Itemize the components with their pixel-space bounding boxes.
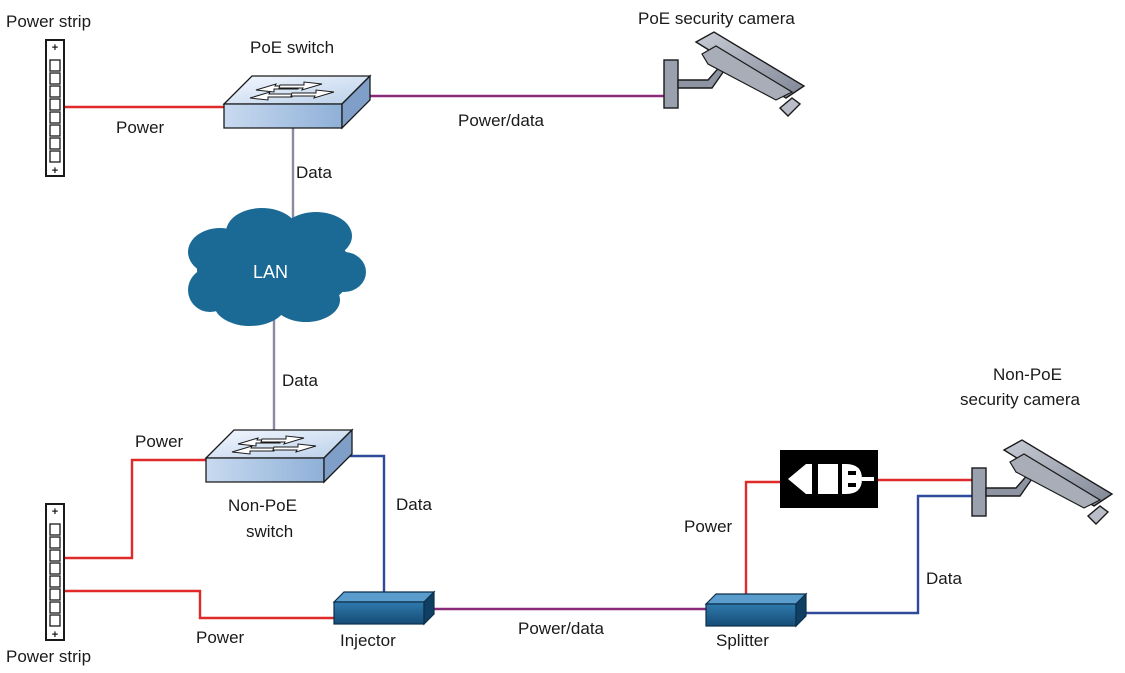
injector-label: Injector [340, 631, 396, 650]
power-plug-icon [780, 450, 878, 508]
power-strip-bottom-label: Power strip [6, 647, 91, 666]
power-left-label: Power [135, 432, 184, 451]
power-top-label: Power [116, 118, 165, 137]
non-poe-camera-label-line2: security camera [960, 390, 1081, 409]
power-line-bottom [64, 589, 334, 620]
poe-switch-label: PoE switch [250, 38, 334, 57]
injector-icon [333, 591, 435, 625]
power-data-top-label: Power/data [458, 111, 545, 130]
data-line-camera [806, 494, 975, 615]
data-line-switch-injector [338, 454, 386, 592]
non-poe-switch-label-line1: Non-PoE [228, 496, 297, 515]
power-strip-icon-top [45, 39, 65, 178]
power-strip-icon-bottom [45, 503, 65, 642]
poe-camera-label: PoE security camera [638, 9, 795, 28]
non-poe-camera-label-line1: Non-PoE [993, 365, 1062, 384]
non-poe-switch-icon [205, 429, 353, 483]
non-poe-camera-icon [971, 439, 1113, 525]
power-line-left [64, 458, 206, 560]
power-strip-top-label: Power strip [6, 12, 91, 31]
lan-label: LAN [253, 262, 288, 282]
splitter-icon [705, 593, 807, 627]
data-mid-label: Data [282, 371, 318, 390]
power-bottom-label: Power [196, 628, 245, 647]
data-switch-right-label: Data [396, 495, 432, 514]
poe-switch-icon [223, 75, 371, 129]
lan-cloud-icon [188, 208, 366, 326]
non-poe-switch-label-line2: switch [246, 522, 293, 541]
poe-camera-icon [663, 31, 805, 117]
power-line-splitter [744, 480, 780, 595]
power-data-bottom-label: Power/data [518, 619, 605, 638]
splitter-label: Splitter [716, 631, 769, 650]
data-top-label: Data [296, 163, 332, 182]
data-camera-label: Data [926, 569, 962, 588]
power-splitter-label: Power [684, 517, 733, 536]
